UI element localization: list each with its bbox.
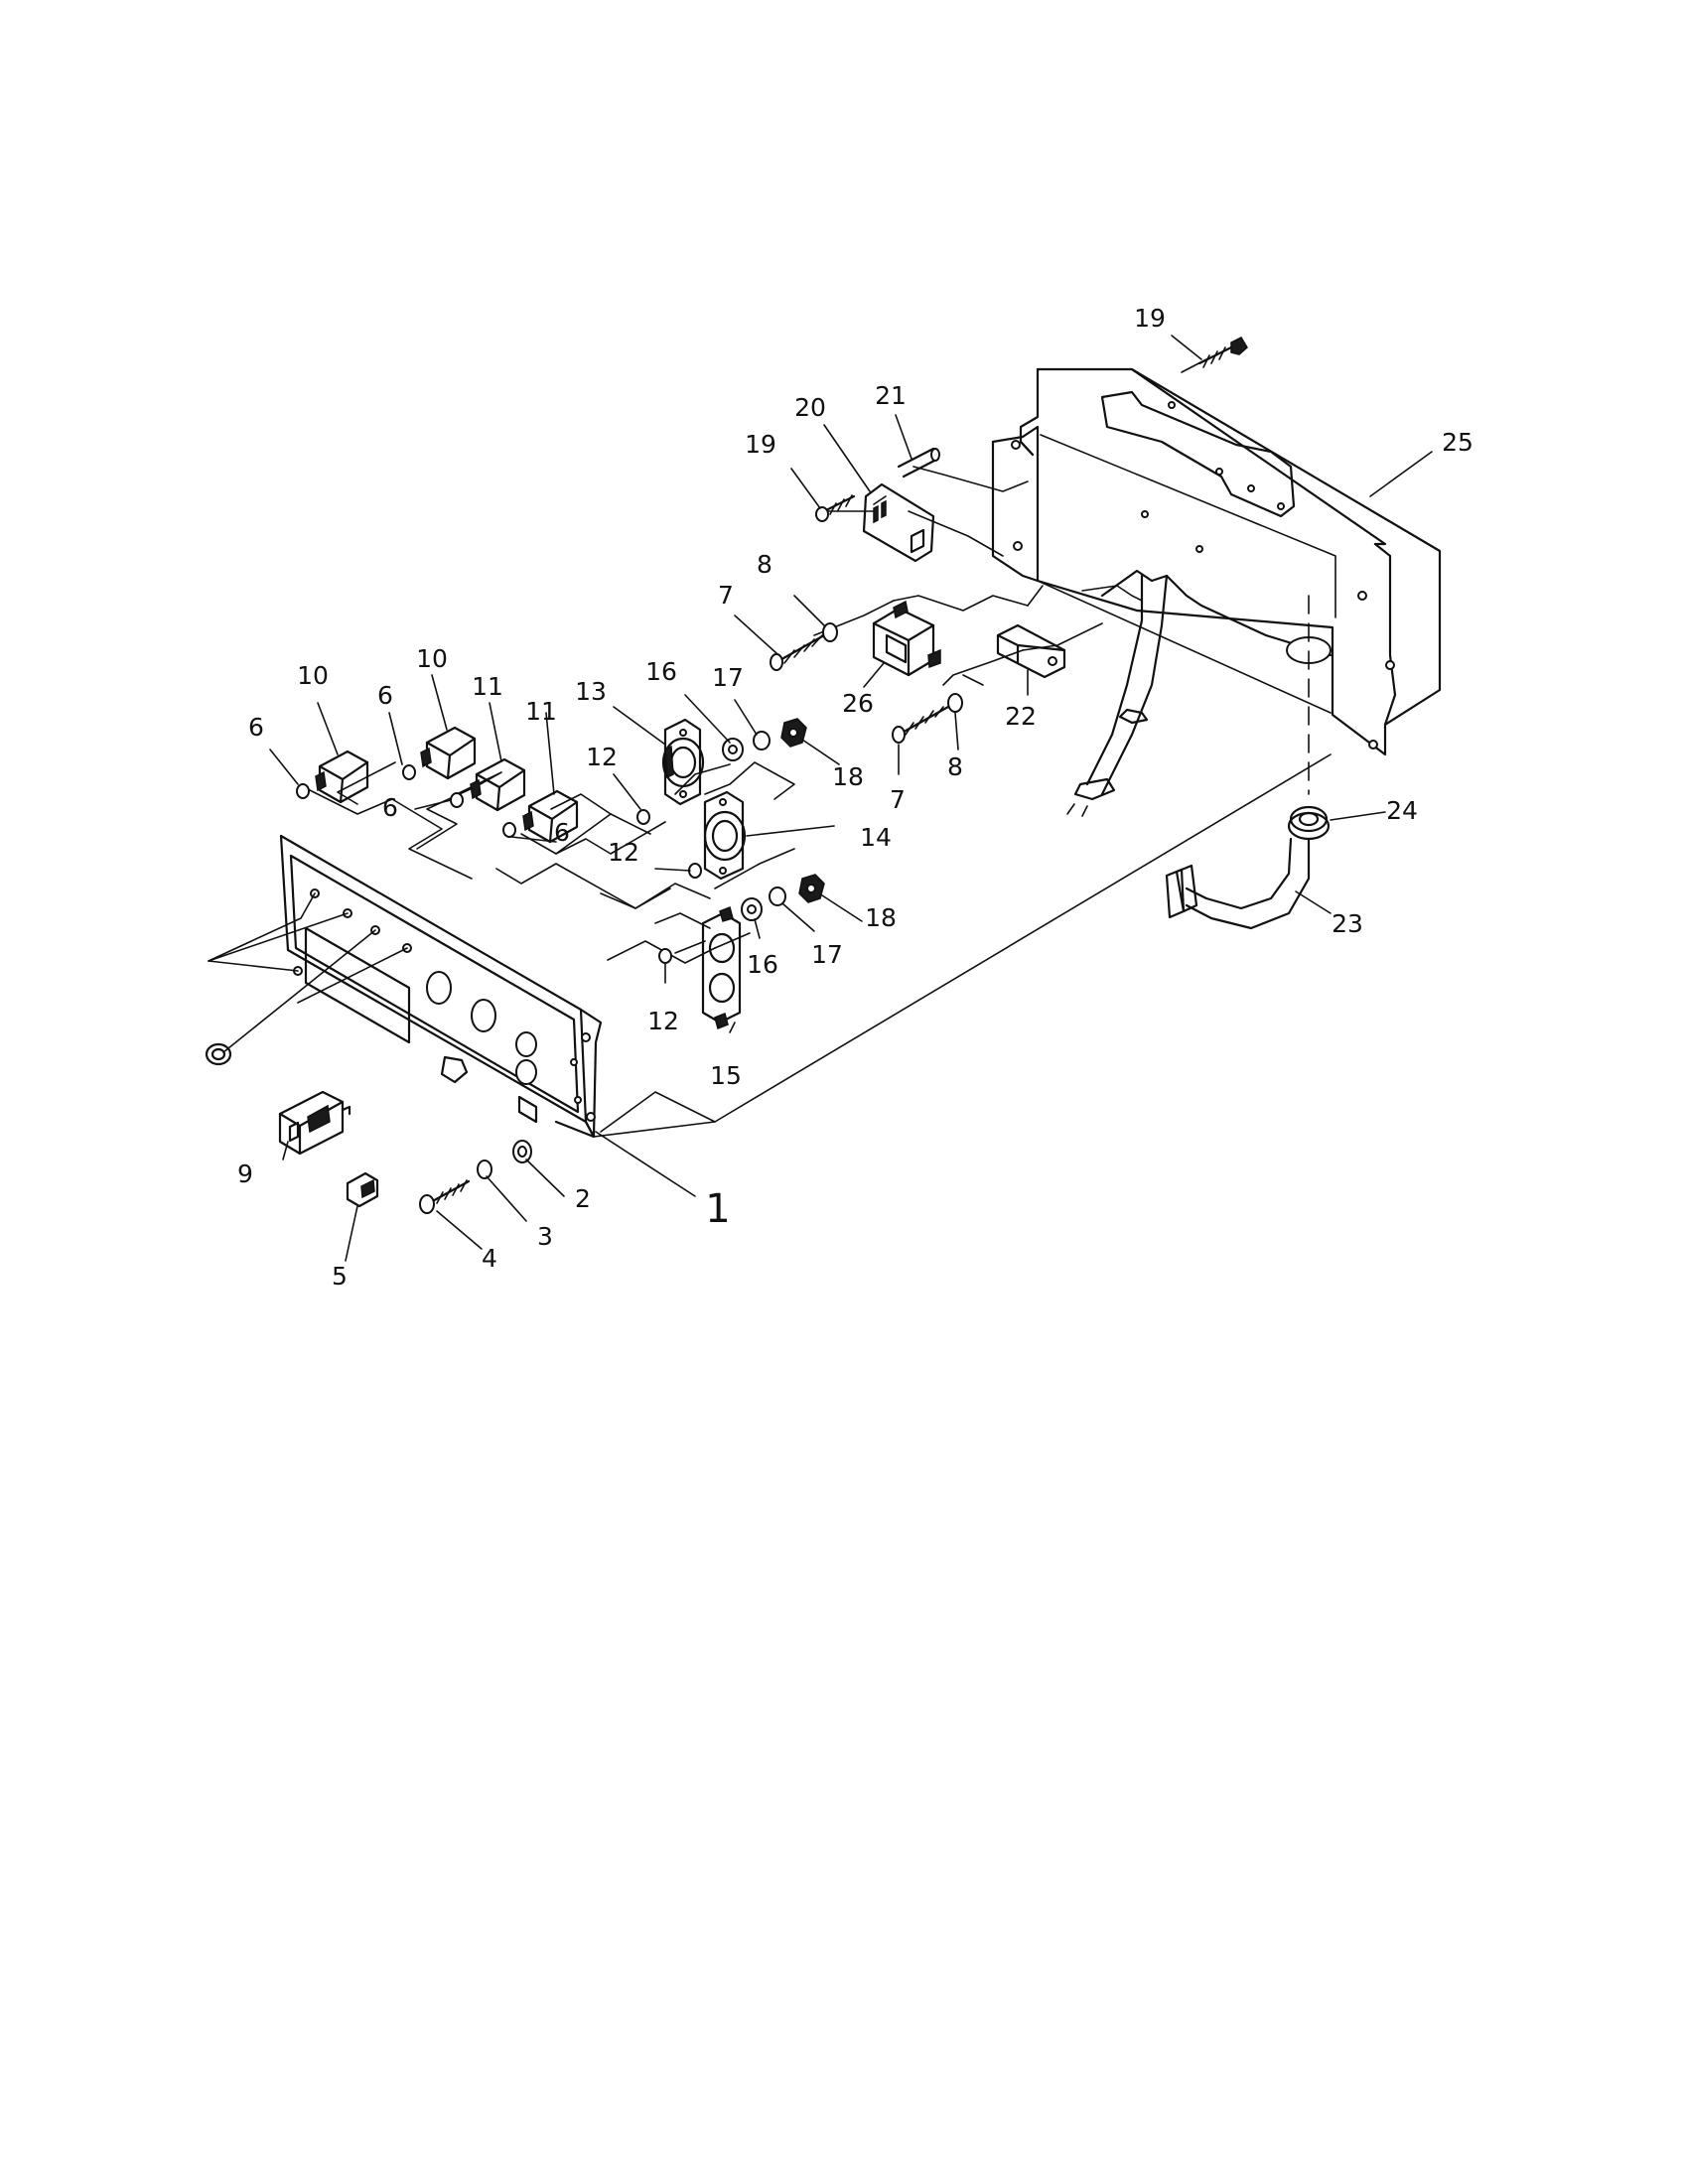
callout-leaders xyxy=(269,335,1433,1262)
callout-12a: 12 xyxy=(586,743,618,771)
callout-6d: 6 xyxy=(554,818,570,847)
assembly-lines xyxy=(208,358,1332,1138)
callout-8b: 8 xyxy=(947,752,963,781)
callout-3: 3 xyxy=(537,1222,553,1251)
front-panel xyxy=(279,834,603,1139)
callout-21: 21 xyxy=(875,381,907,410)
callout-6c: 6 xyxy=(382,793,398,822)
callout-2: 2 xyxy=(575,1184,591,1213)
callout-7a: 7 xyxy=(718,581,734,610)
callout-1: 1 xyxy=(705,1186,730,1232)
callout-26: 26 xyxy=(842,689,874,718)
callout-15: 15 xyxy=(710,1061,742,1090)
small-parts xyxy=(205,337,1331,1214)
callout-24: 24 xyxy=(1386,796,1418,825)
callout-13: 13 xyxy=(575,677,607,706)
callout-8a: 8 xyxy=(757,550,772,579)
callout-17b: 17 xyxy=(811,940,843,969)
callout-14: 14 xyxy=(860,823,892,852)
callout-16a: 16 xyxy=(645,657,677,686)
callout-23: 23 xyxy=(1332,909,1363,938)
callout-6a: 6 xyxy=(248,713,264,742)
callout-19a: 19 xyxy=(745,430,776,459)
callout-18b: 18 xyxy=(865,903,897,932)
callout-4: 4 xyxy=(482,1244,497,1273)
callout-16b: 16 xyxy=(747,950,778,979)
callout-9: 9 xyxy=(237,1160,253,1188)
callout-12c: 12 xyxy=(647,1007,679,1035)
callout-11a: 11 xyxy=(472,672,503,701)
callout-10a: 10 xyxy=(297,661,329,690)
callout-10b: 10 xyxy=(416,644,448,673)
callout-labels: 1 2 3 4 5 6 6 6 6 7 7 8 8 9 10 10 11 11 … xyxy=(237,304,1474,1291)
callout-19b: 19 xyxy=(1134,304,1166,333)
control-box-housing xyxy=(991,367,1442,817)
callout-11b: 11 xyxy=(525,697,557,726)
callout-7b: 7 xyxy=(890,785,906,814)
callout-25: 25 xyxy=(1442,428,1474,457)
callout-12b: 12 xyxy=(608,838,639,867)
callout-5: 5 xyxy=(332,1262,348,1291)
callout-22: 22 xyxy=(1005,702,1037,731)
callout-20: 20 xyxy=(794,393,826,422)
callout-6b: 6 xyxy=(377,681,393,710)
callout-17a: 17 xyxy=(712,663,744,692)
callout-18a: 18 xyxy=(832,762,864,791)
